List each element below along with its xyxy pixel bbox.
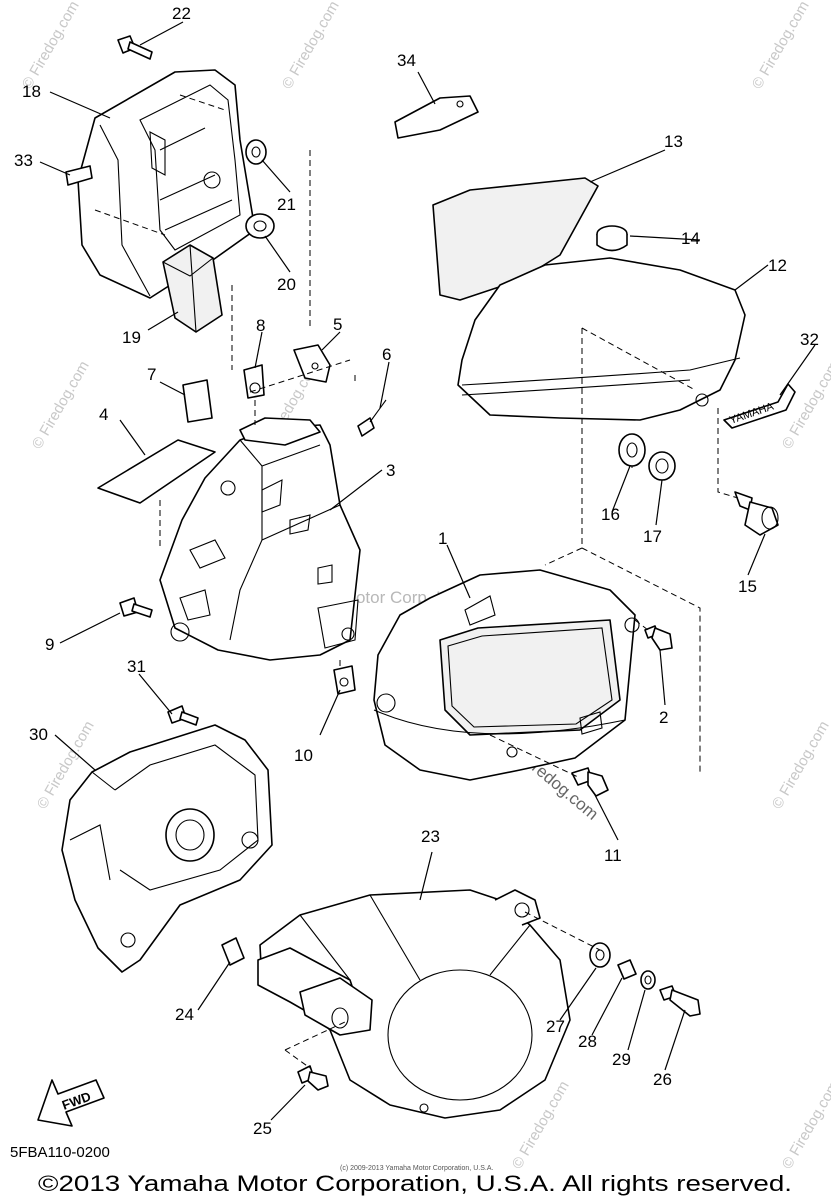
small-print: (c) 2009-2013 Yamaha Motor Corporation, … — [340, 1165, 493, 1172]
part-29-washer — [640, 970, 656, 990]
part-33-tag — [65, 165, 93, 186]
part-5-bracket — [293, 344, 331, 383]
part-9-bolt — [119, 597, 153, 618]
callout-8: 8 — [256, 316, 265, 335]
callout-29: 29 — [612, 1050, 631, 1069]
callout-9: 9 — [45, 635, 54, 654]
part-25-bolt — [297, 1065, 329, 1091]
part-17-grommet — [648, 451, 676, 481]
copyright-notice: ©2013 Yamaha Motor Corporation, U.S.A. A… — [38, 1171, 792, 1196]
part-32-decal: YAMAHA — [723, 383, 796, 429]
callout-17: 17 — [643, 527, 662, 546]
part-14-grommet — [596, 225, 628, 252]
callout-20: 20 — [277, 275, 296, 294]
part-7-pad — [182, 379, 213, 423]
watermark: © Firedog.com — [279, 0, 343, 92]
callout-11: 11 — [604, 846, 622, 865]
reference-line — [94, 94, 311, 370]
callout-5: 5 — [333, 315, 342, 334]
callout-23: 23 — [421, 827, 440, 846]
callout-26: 26 — [653, 1070, 672, 1089]
callout-34: 34 — [397, 51, 416, 70]
fwd-arrow: FWD — [37, 1079, 105, 1127]
watermark: © Firedog.com — [779, 1078, 831, 1172]
callout-6: 6 — [382, 345, 391, 364]
callout-21: 21 — [277, 195, 296, 214]
callout-7: 7 — [147, 365, 156, 384]
callout-16: 16 — [601, 505, 620, 524]
callout-1: 1 — [438, 529, 447, 548]
callout-30: 30 — [29, 725, 48, 744]
watermark: © Firedog.com — [19, 0, 83, 92]
callout-24: 24 — [175, 1005, 194, 1024]
part-15-lock — [734, 491, 779, 536]
part-27-collar — [589, 942, 611, 968]
part-19-damper — [162, 244, 223, 333]
part-2-bolt — [644, 625, 673, 651]
callout-10: 10 — [294, 746, 313, 765]
part-21-grommet — [245, 139, 267, 165]
part-8-clip — [243, 364, 265, 399]
part-28-collar — [617, 959, 637, 980]
part-3-bracket — [159, 417, 361, 661]
watermark: © Firedog.com — [29, 358, 93, 452]
part-18-side-cover — [77, 69, 256, 299]
leader-lines — [39, 21, 816, 1121]
callout-22: 22 — [172, 4, 191, 23]
callout-18: 18 — [22, 82, 41, 101]
callout-27: 27 — [546, 1017, 565, 1036]
callout-12: 12 — [768, 256, 787, 275]
callout-32: 32 — [800, 330, 819, 349]
decal-yamaha-text: YAMAHA — [728, 400, 776, 426]
callout-4: 4 — [99, 405, 108, 424]
part-23-flywheel-cover — [257, 889, 571, 1119]
callout-13: 13 — [664, 132, 683, 151]
callout-15: 15 — [738, 577, 757, 596]
callout-25: 25 — [253, 1119, 272, 1138]
part-22-bolt — [117, 35, 153, 60]
part-26-bolt — [659, 985, 701, 1017]
part-6-rivet — [357, 399, 387, 437]
callout-labels: 1 2 3 4 5 6 7 8 9 10 11 12 13 14 15 16 1… — [14, 4, 819, 1138]
callout-14: 14 — [681, 229, 700, 248]
reference-line — [159, 359, 356, 668]
diagram-code: 5FBA110-0200 — [10, 1144, 110, 1161]
part-20-grommet — [245, 213, 275, 239]
part-34-label — [394, 95, 479, 139]
callout-31: 31 — [127, 657, 146, 676]
part-24-clip — [221, 937, 245, 966]
reference-line — [284, 911, 601, 1069]
callout-33: 33 — [14, 151, 33, 170]
reference-line — [489, 619, 649, 779]
watermark: © Firedog.com — [749, 0, 813, 92]
part-11-bolt — [571, 767, 609, 797]
part-16-grommet — [618, 433, 646, 467]
part-13-element — [432, 177, 599, 301]
reference-line — [544, 327, 739, 775]
part-1-airbox — [373, 569, 640, 781]
watermark: © Firedog.com — [769, 718, 831, 812]
part-31-bolt — [167, 705, 199, 726]
part-4-pad — [97, 439, 216, 504]
callout-3: 3 — [386, 461, 395, 480]
callout-19: 19 — [122, 328, 141, 347]
callout-2: 2 — [659, 708, 668, 727]
callout-28: 28 — [578, 1032, 597, 1051]
part-30-cover — [61, 724, 273, 973]
part-10-clip — [333, 665, 356, 695]
